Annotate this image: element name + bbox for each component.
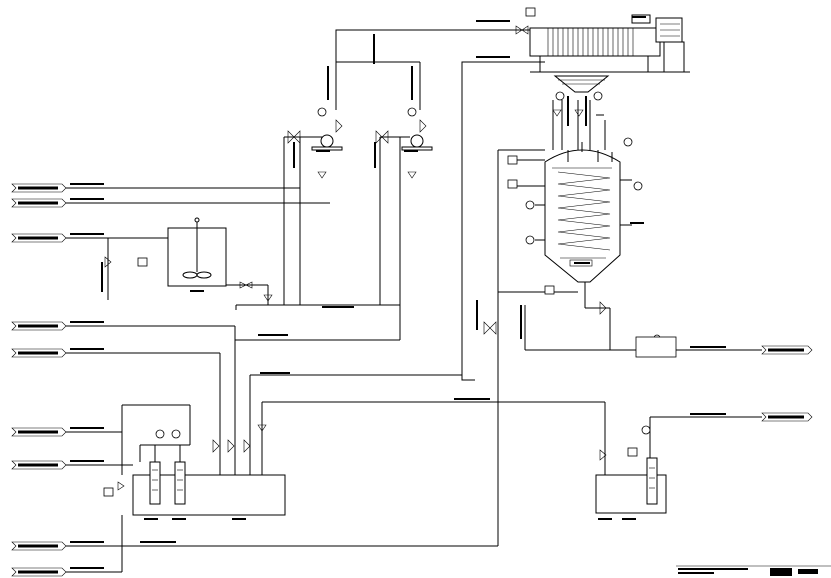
offpage-connector-8[interactable] — [11, 541, 67, 551]
valve-13 — [257, 424, 267, 432]
instrument-bubble-10 — [171, 429, 181, 439]
offpage-connector-right-1[interactable] — [761, 345, 813, 355]
valve-19 — [552, 109, 562, 117]
offpage-connector-right-2[interactable] — [761, 412, 813, 422]
valve-17 — [117, 481, 125, 491]
offpage-connector-3[interactable] — [11, 233, 67, 243]
instrument-bubble-6 — [633, 181, 643, 191]
valve-14 — [317, 171, 327, 179]
instruments — [103, 7, 677, 497]
offpage-connector-1[interactable] — [11, 183, 67, 193]
valves — [104, 25, 653, 491]
instrument-bubble-7 — [525, 200, 535, 210]
gauge-2 — [103, 487, 114, 497]
hopper — [553, 75, 610, 93]
instrument-bubble-8 — [525, 235, 535, 245]
valve-18 — [599, 449, 607, 461]
pump-left — [311, 134, 343, 151]
control-box — [635, 336, 677, 358]
instrument-bubble-9 — [155, 429, 165, 439]
offpage-connector-2[interactable] — [11, 198, 67, 208]
valve-2 — [375, 130, 389, 144]
gauge-5 — [507, 155, 518, 165]
offpage-connectors-right — [761, 345, 813, 422]
valve-20 — [574, 109, 584, 117]
valve-8 — [599, 301, 607, 315]
offpage-connectors-left — [11, 183, 67, 577]
instrument-bubble-4 — [593, 91, 603, 101]
offpage-connector-6[interactable] — [11, 427, 67, 437]
instrument-bubble-11 — [641, 425, 651, 435]
valve-6 — [239, 281, 253, 289]
gauge-4 — [525, 7, 536, 17]
instrument-bubble-2 — [407, 107, 417, 117]
valve-10 — [212, 439, 220, 453]
filter-press — [529, 14, 690, 73]
gauge-3 — [627, 447, 638, 457]
sump-tank-right — [595, 457, 667, 514]
gauge-7 — [544, 285, 555, 295]
sump-tank-left — [121, 404, 286, 516]
agitated-tank — [167, 217, 227, 287]
valve-16 — [104, 256, 112, 268]
valve-5 — [515, 25, 529, 35]
valve-1 — [287, 130, 301, 144]
gauge-1 — [137, 257, 148, 267]
reactor — [535, 142, 632, 283]
valve-3 — [335, 119, 343, 133]
line-tags — [70, 16, 726, 569]
valve-12 — [243, 439, 251, 453]
vertical-line-tags — [101, 34, 587, 339]
offpage-connector-4[interactable] — [11, 321, 67, 331]
offpage-connector-5[interactable] — [11, 348, 67, 358]
valve-4 — [419, 119, 427, 133]
offpage-connector-9[interactable] — [11, 567, 67, 577]
pipe-network — [66, 29, 762, 573]
gauge-6 — [507, 179, 518, 189]
valve-15 — [407, 171, 417, 179]
instrument-bubble-5 — [623, 137, 633, 147]
instrument-bubble-3 — [555, 91, 565, 101]
valve-7 — [483, 321, 497, 335]
offpage-connector-7[interactable] — [11, 460, 67, 470]
instrument-bubble-1 — [317, 107, 327, 117]
valve-21 — [263, 294, 273, 302]
title-block — [676, 565, 831, 576]
valve-11 — [227, 439, 235, 453]
